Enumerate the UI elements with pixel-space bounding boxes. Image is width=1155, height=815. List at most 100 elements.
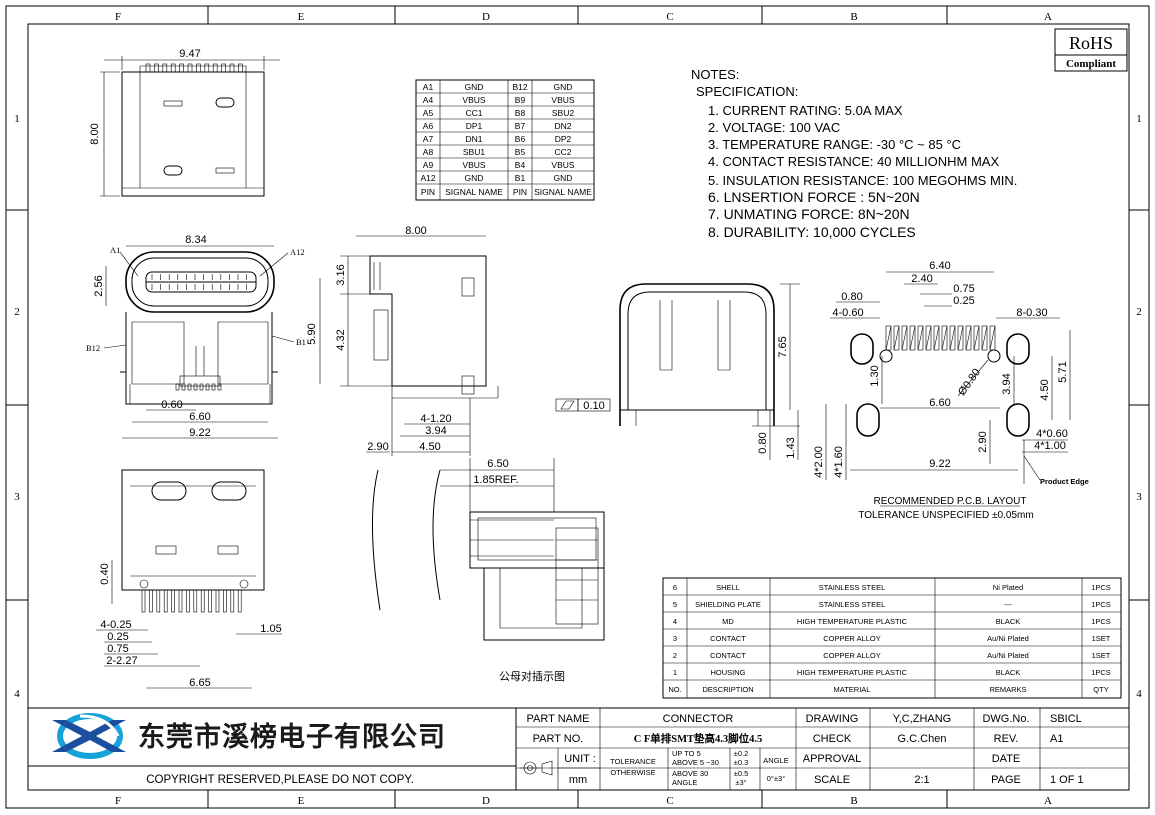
drawing-label: DRAWING [806,713,859,725]
dim-side-4x120: 4-1.20 [420,413,451,425]
pcb-layout: 6.40 2.40 0.80 0.75 0.25 4-0.60 8-0.30 1… [813,260,1089,521]
label-a12: A12 [290,247,305,257]
check-value: G.C.Chen [898,733,947,745]
row-label-right-4: 4 [1136,688,1142,700]
top-pin [162,63,168,73]
bom-table-cell: 1PCS [1091,617,1111,626]
rev-label: REV. [994,733,1019,745]
pcb-pad-hatch [893,325,900,351]
bom-table-cell: Au/Ni Plated [987,651,1029,660]
pin-table-cell: GND [554,82,573,92]
pin-header-pin-b: PIN [513,187,527,197]
label-product-edge: Product Edge [1040,477,1089,486]
row-label-left-3: 3 [14,491,20,503]
note-item-1: 1. CURRENT RATING: 5.0A MAX [708,103,903,118]
bom-table-cell: COPPER ALLOY [823,634,881,643]
dim-side-450: 4.50 [419,441,440,453]
pin-table-cell: CC1 [465,108,482,118]
dim-mating-650: 6.50 [487,458,508,470]
dim-pcb-4x160: 4*1.60 [833,446,845,478]
bom-table-cell: 3 [673,634,677,643]
pin-table-cell: GND [554,173,573,183]
date-label: DATE [992,753,1021,765]
pin-table-cell: A5 [423,108,434,118]
col-label-top-d: D [482,11,490,23]
projection-symbol-icon [520,760,553,776]
note-item-5: 5. INSULATION RESISTANCE: 100 MEGOHMS MI… [708,173,1017,188]
dim-shell-080: 0.80 [757,432,769,453]
notes-subtitle: SPECIFICATION: [696,84,798,99]
page-value: 1 OF 1 [1050,774,1084,786]
top-pin [187,63,193,73]
pin-table-cell: CC2 [554,147,571,157]
mating-view: 6.50 1.85REF. 公母对插示图 [372,458,605,683]
bom-table-cell: 4 [673,617,677,626]
part-no-label: PART NO. [533,733,584,745]
pin-table-cell: A7 [423,134,434,144]
bottom-pin [230,589,235,613]
row-label-right-2: 2 [1136,306,1142,318]
tol-value-3: ±0.5 [734,769,749,778]
top-pin [229,63,235,73]
dim-side-316: 3.16 [335,264,347,285]
pcb-pad [965,325,972,351]
rev-value: A1 [1050,733,1063,745]
pcb-pad-hatch [981,325,988,351]
dim-pcb-8x030: 8-0.30 [1016,307,1047,319]
frame-labels: F E D C B A F E D C B A 1 2 3 4 1 2 3 4 [14,11,1142,807]
dim-side-800: 8.00 [405,225,426,237]
dim-side-290: 2.90 [367,441,388,453]
pin-table-cell: B7 [515,121,526,131]
flatness-value: 0.10 [583,400,604,412]
notes-title: NOTES: [691,67,739,82]
top-pin [221,63,226,73]
dim-bottom-075: 0.75 [107,643,128,655]
dim-side-432: 4.32 [335,329,347,350]
bom-table-cell: CONTACT [710,634,746,643]
dim-pcb-290: 2.90 [977,431,989,452]
top-pin [204,63,210,73]
col-label-bottom-b: B [850,795,857,807]
tol-value-1: ±0.2 [734,749,749,758]
unit-value: mm [569,774,587,786]
label-b12: B12 [86,343,100,353]
bottom-view: 0.40 4-0.25 0.25 0.75 2-2.27 6.65 1.05 [96,469,282,689]
bom-table-cell: 2 [673,651,677,660]
pcb-pad-hatch [925,325,932,351]
pcb-pad-hatch [933,325,940,351]
dim-front-h2: 5.90 [306,323,318,344]
rohs-compliant-text: Compliant [1066,58,1116,70]
dim-front-width: 8.34 [185,234,206,246]
bottom-pin [141,589,146,613]
pin-table-cell: A1 [423,82,434,92]
bom-header-no: NO. [668,685,681,694]
mating-caption: 公母对插示图 [499,669,565,683]
bottom-pin [237,589,242,613]
bom-table-cell: STAINLESS STEEL [819,583,886,592]
bom-table-cell: MD [722,617,734,626]
scale-value: 2:1 [914,774,929,786]
bom-header-remarks: REMARKS [989,685,1026,694]
pin-table-cell: B5 [515,147,526,157]
pcb-pad-hatch [901,325,908,351]
top-pin [145,63,151,73]
pcb-pad-hatch [989,325,996,351]
front-foot [187,383,192,391]
part-name-value: CONNECTOR [663,713,734,725]
col-label-top-a: A [1044,11,1052,23]
dim-front-660: 6.60 [189,411,210,423]
dim-pcb-080: 0.80 [841,291,862,303]
bom-table-cell: SHELL [716,583,740,592]
pcb-layout-title: RECOMMENDED P.C.B. LAYOUT [874,496,1027,507]
front-foot [193,383,198,391]
bom-table-cell: HIGH TEMPERATURE PLASTIC [797,668,908,677]
bom-header-qty: QTY [1093,685,1108,694]
pin-table-cell: A12 [420,173,435,183]
bom-table-cell: STAINLESS STEEL [819,600,886,609]
pin-header-signal-b: SIGNAL NAME [534,187,592,197]
row-label-right-3: 3 [1136,491,1142,503]
dim-bottom-025: 0.25 [107,631,128,643]
pin-table-cell: B9 [515,95,526,105]
pin-table-cell: SBU1 [463,147,485,157]
pin-table-cell: A8 [423,147,434,157]
